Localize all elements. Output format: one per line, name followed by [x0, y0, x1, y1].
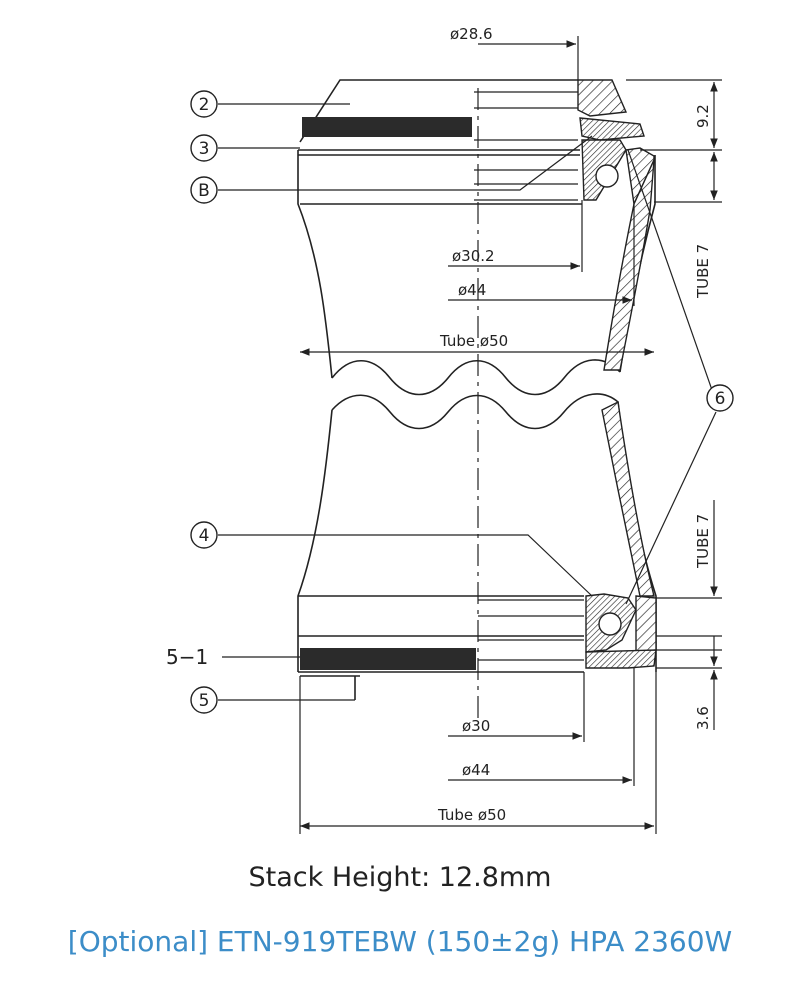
dim-bottom-tube: Tube ø50 [437, 806, 506, 824]
optional-model-caption: [Optional] ETN-919TEBW (150±2g) HPA 2360… [67, 925, 733, 958]
bottom-steerer-lines [478, 599, 584, 661]
callout-b-circle [190, 176, 218, 204]
leader-b [218, 135, 593, 191]
stack-height-caption: Stack Height: 12.8mm [248, 862, 552, 893]
bottom-seal-band [300, 648, 476, 670]
callout-b: B [198, 181, 210, 201]
callout-5-circle [190, 686, 218, 714]
callout-4-circle [190, 521, 218, 549]
top-crown-race-section [577, 79, 655, 371]
callout-6: 6 [715, 389, 726, 409]
dim-bottom-bearing: ø44 [462, 761, 490, 779]
callout-5: 5 [199, 691, 210, 711]
leader-6a [627, 149, 713, 391]
dim-top-tube-length: TUBE 7 [694, 244, 712, 299]
callout-4: 4 [199, 526, 210, 546]
dim-bottom-height: 3.6 [694, 706, 712, 730]
dim-top-bore: ø30.2 [452, 247, 495, 265]
headset-technical-drawing: 2 3 B 4 5 6 5−1 ø28.6 ø30.2 ø44 Tube ø50… [166, 25, 734, 834]
callout-5-1: 5−1 [166, 645, 208, 669]
dim-bottom-bore: ø30 [462, 717, 490, 735]
callout-2: 2 [199, 95, 210, 115]
leader-6b [625, 411, 717, 605]
break-line-upper [331, 359, 621, 396]
callout-2-circle [190, 90, 218, 118]
top-steerer-lines [474, 91, 578, 201]
dim-top-bearing: ø44 [458, 281, 486, 299]
bottom-cup-section [585, 400, 657, 669]
top-cup [298, 79, 582, 205]
leader-4 [218, 534, 593, 597]
top-bearing-ball [595, 164, 619, 188]
bottom-cup [298, 595, 584, 700]
top-seal-band [302, 117, 472, 137]
callout-3: 3 [199, 139, 210, 159]
break-line-lower [331, 393, 619, 430]
callout-6-circle [706, 384, 734, 412]
dim-top-tube: Tube ø50 [439, 332, 508, 350]
callout-3-circle [190, 134, 218, 162]
dim-top-height: 9.2 [694, 104, 712, 128]
bottom-bearing-ball [598, 612, 622, 636]
dim-top-steerer: ø28.6 [450, 25, 493, 43]
dim-bottom-tube-length: TUBE 7 [694, 514, 712, 569]
